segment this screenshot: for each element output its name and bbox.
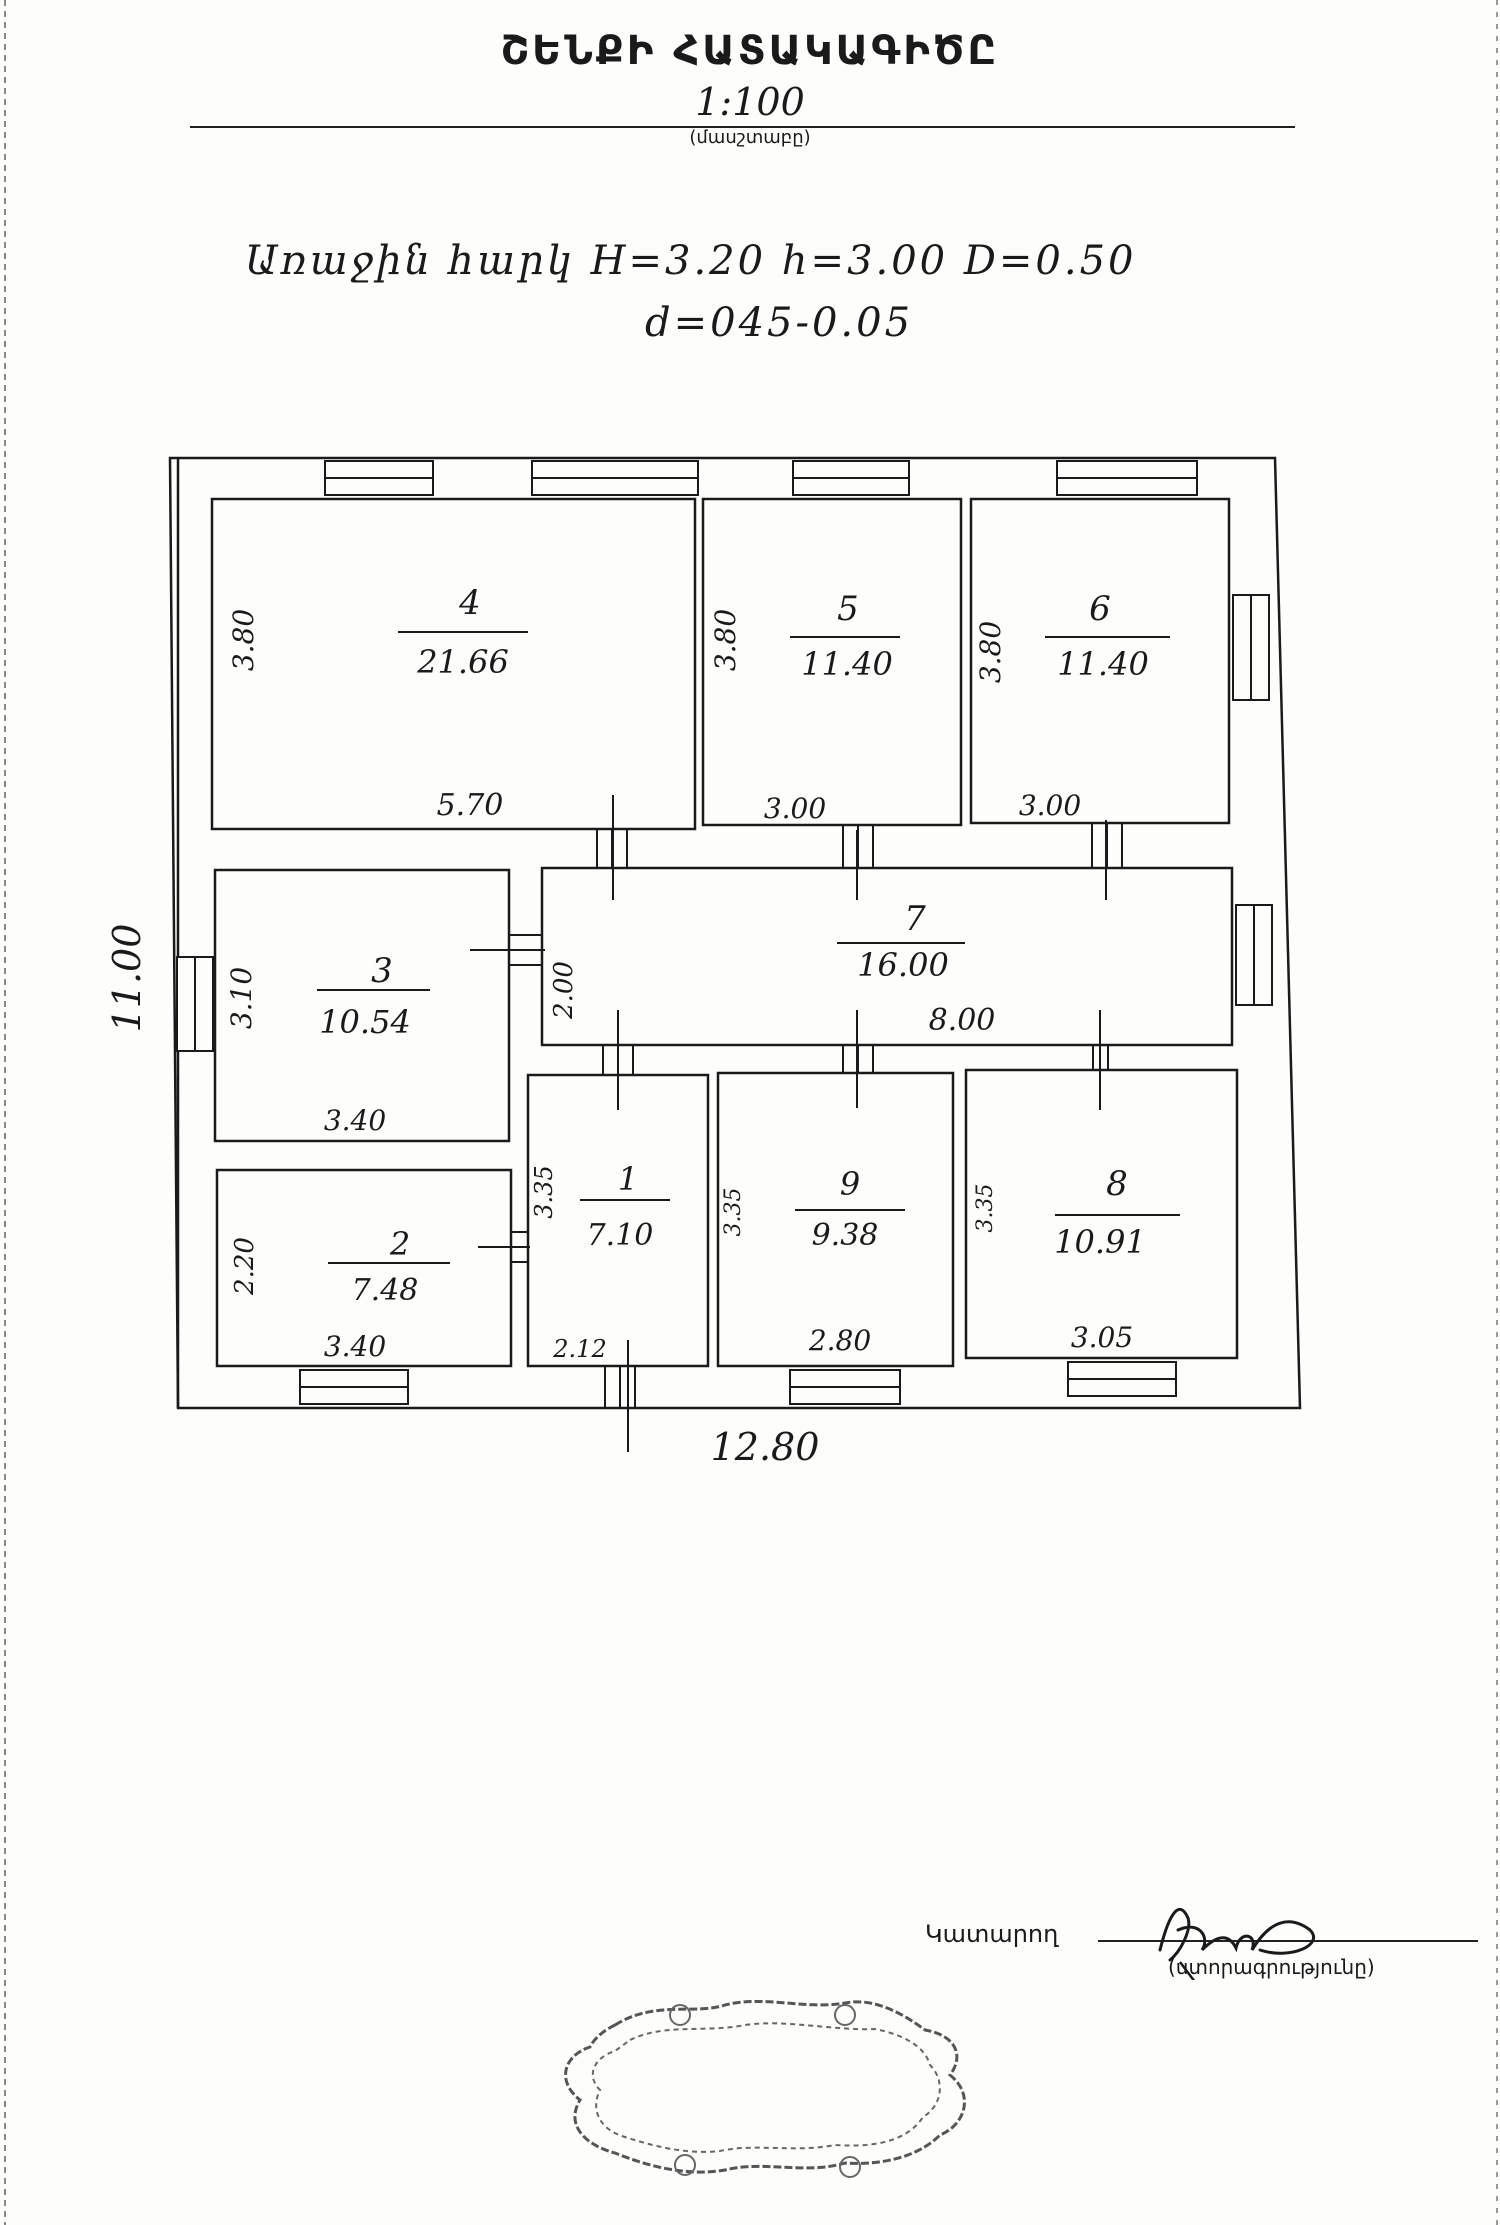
overall-height-dim: 11.00 <box>105 924 149 1033</box>
height-note-line-1: Առաջին հարկ H=3.20 h=3.00 D=0.50 <box>245 238 1137 284</box>
room-3-width: 3.40 <box>324 1104 386 1137</box>
room-8-width: 3.05 <box>1071 1321 1133 1354</box>
room-7-area: 16.00 <box>857 946 949 984</box>
decorative-stamp-frame <box>564 1999 966 2178</box>
room-9-height: 3.35 <box>721 1188 746 1237</box>
door-marks <box>470 795 1123 1452</box>
room-2-height: 2.20 <box>230 1237 260 1296</box>
room-2-width: 3.40 <box>324 1330 386 1363</box>
room-3-height: 3.10 <box>225 967 258 1029</box>
overall-width-dim: 12.80 <box>711 1425 820 1469</box>
room-4-area: 21.66 <box>416 643 509 681</box>
room-5-area: 11.40 <box>801 645 893 683</box>
room-1-width: 2.12 <box>552 1335 606 1363</box>
room-5-width: 3.00 <box>764 792 826 825</box>
room-5-outline <box>701 497 963 827</box>
window-marks <box>176 460 1273 1405</box>
room-3-number: 3 <box>371 951 393 991</box>
room-4-outline <box>210 497 697 831</box>
room-4-height: 3.80 <box>227 609 260 671</box>
scan-edge-left <box>4 0 6 2225</box>
handwritten-signature <box>1158 1907 1315 1980</box>
room-6-area: 11.40 <box>1057 645 1149 683</box>
room-3-outline <box>213 868 511 1143</box>
room-2-number: 2 <box>389 1225 410 1263</box>
room-8-number: 8 <box>1106 1164 1128 1204</box>
scale-caption: (մասշտաբը) <box>689 127 811 148</box>
outer-wall-outer <box>168 456 1302 1410</box>
signature-line <box>1098 1940 1478 1942</box>
room-9-area: 9.38 <box>812 1218 879 1253</box>
room-7-width: 8.00 <box>929 1003 996 1038</box>
room-4-width: 5.70 <box>437 788 504 823</box>
scale-value: 1:100 <box>695 80 805 124</box>
room-7-outline <box>540 866 1234 1047</box>
room-9-number: 9 <box>840 1165 860 1203</box>
room-4-number: 4 <box>458 583 481 623</box>
performer-label: Կատարող <box>925 1920 1059 1948</box>
room-5-number: 5 <box>837 589 859 629</box>
room-2-outline <box>215 1168 513 1368</box>
room-8-outline <box>964 1068 1239 1360</box>
room-7-height: 2.00 <box>549 961 579 1020</box>
room-5-height: 3.80 <box>709 609 742 671</box>
room-9-outline <box>716 1071 955 1368</box>
document-title: ՇԵՆՔԻ ՀԱՏԱԿԱԳԻԾԸ <box>500 28 1000 74</box>
room-6-outline <box>969 497 1231 825</box>
room-6-number: 6 <box>1089 589 1111 629</box>
room-8-area: 10.91 <box>1054 1223 1146 1261</box>
room-1-height: 3.35 <box>530 1165 558 1218</box>
height-note-line-2: d=045-0.05 <box>645 300 914 346</box>
room-9-width: 2.80 <box>808 1324 871 1357</box>
room-6-height: 3.80 <box>974 621 1007 683</box>
room-1-area: 7.10 <box>587 1218 654 1253</box>
room-8-height: 3.35 <box>973 1184 998 1233</box>
scale-underline <box>190 126 1295 128</box>
floor-plan: 4 21.66 5.70 3.80 5 11.40 3.00 3.80 6 11… <box>105 456 1302 1469</box>
signature-caption: (ստորագրությունը) <box>1168 1955 1375 1979</box>
scan-edge-right <box>1496 0 1498 2225</box>
room-7-number: 7 <box>904 899 926 939</box>
room-3-area: 10.54 <box>319 1003 411 1041</box>
room-6-width: 3.00 <box>1019 789 1081 822</box>
room-1-number: 1 <box>618 1160 638 1198</box>
room-2-area: 7.48 <box>352 1273 419 1308</box>
